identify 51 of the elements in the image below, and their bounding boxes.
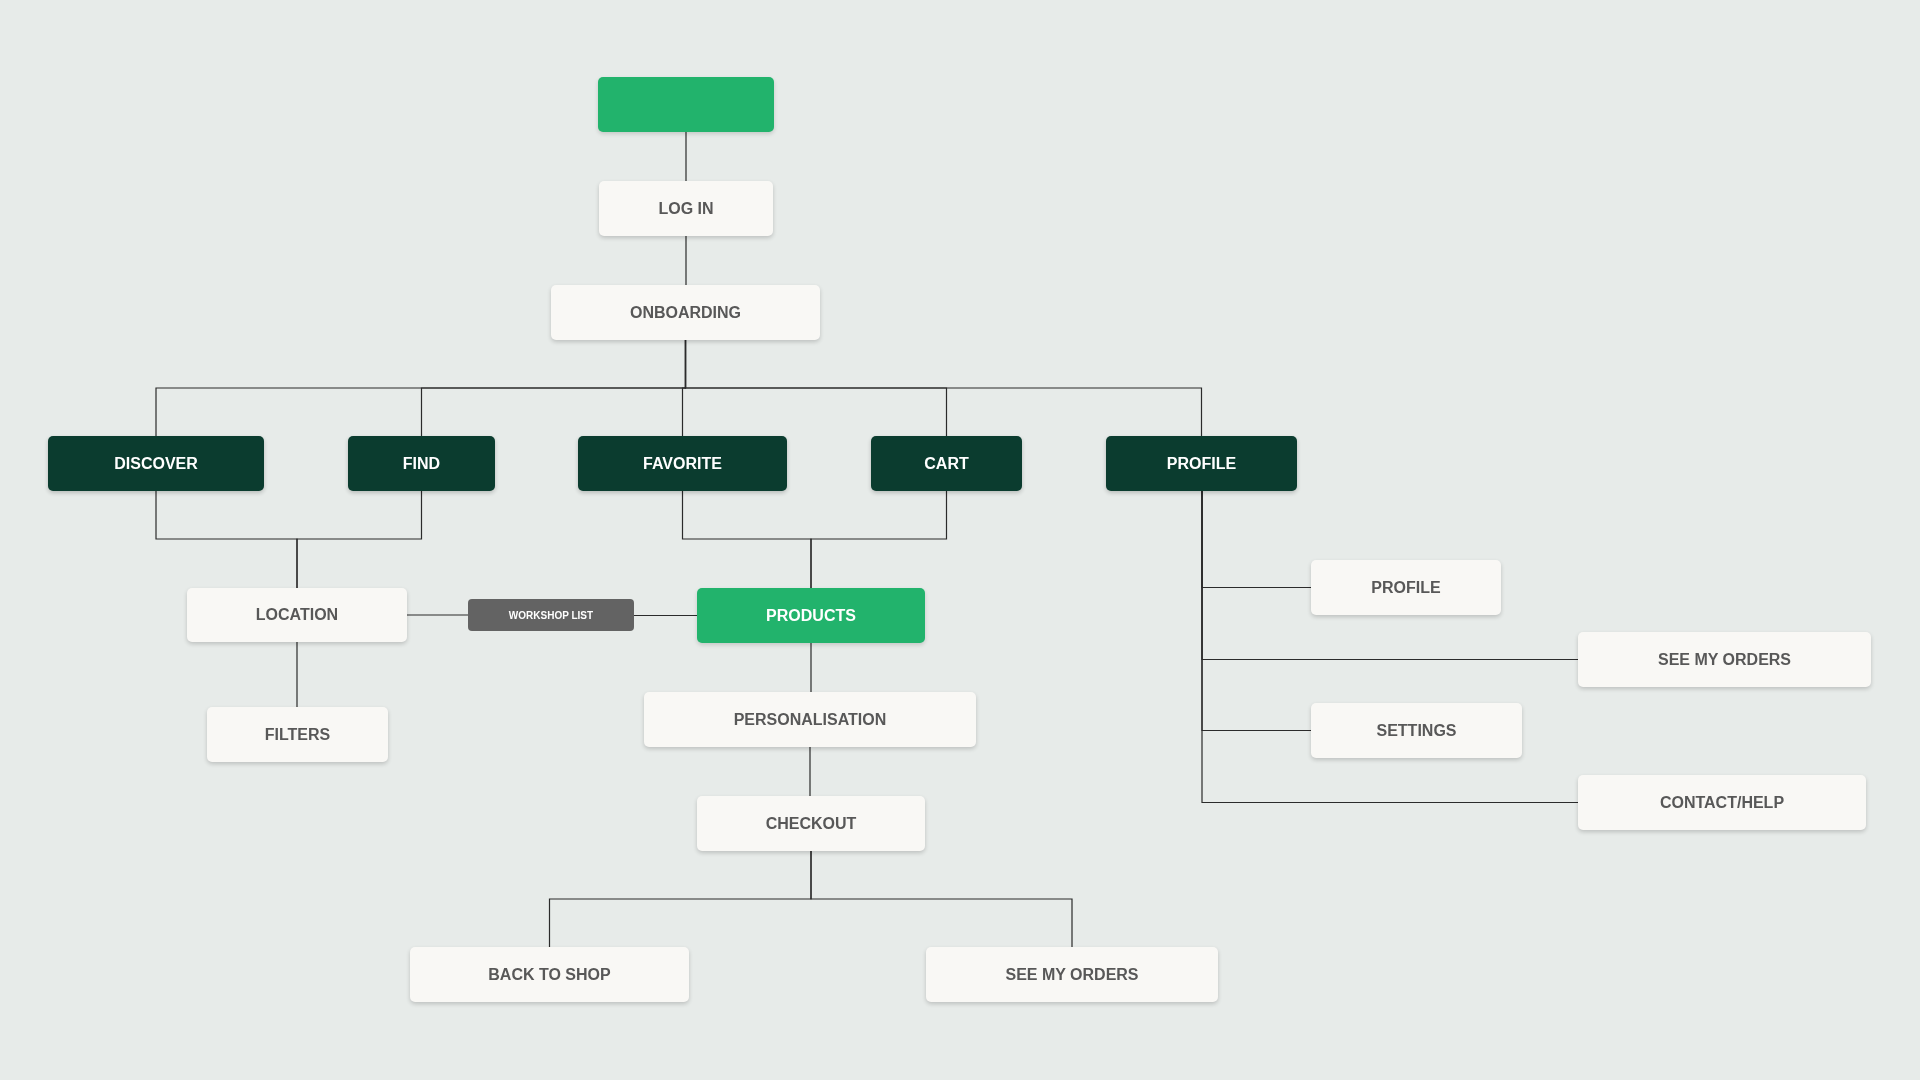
node-label: DISCOVER [114, 454, 198, 473]
node-label: SETTINGS [1376, 721, 1457, 740]
node-label: FIND [402, 454, 441, 473]
connector-line [684, 339, 1203, 437]
box-shape [598, 77, 774, 132]
node-label: LOCATION [255, 606, 339, 624]
node-label: CHECKOUT [765, 814, 857, 833]
connector-line [296, 641, 298, 708]
connector-line [406, 614, 469, 616]
node-label: CONTACT/HELP [1659, 793, 1785, 812]
page-box [644, 692, 976, 747]
tag-box [468, 599, 634, 631]
connector-line [810, 642, 812, 693]
connector-line [296, 490, 423, 589]
page-box [926, 947, 1218, 1002]
page-box [410, 947, 689, 1002]
connector-line [1201, 490, 1579, 804]
node-label: CART [924, 454, 969, 473]
page-box [1311, 560, 1501, 615]
node-label: LOG IN [658, 199, 714, 218]
node-label: PROFILE [1371, 578, 1441, 597]
page-box [871, 436, 1022, 491]
node-label: SEE MY ORDERS [1657, 650, 1792, 669]
page-box [697, 796, 925, 851]
page-box [207, 707, 388, 762]
page-box [551, 285, 820, 340]
page-box [348, 436, 495, 491]
node-label: FAVORITE [643, 454, 722, 473]
connector-line [809, 746, 811, 797]
page-box [1106, 436, 1297, 491]
page-box [187, 588, 407, 642]
node-label: SEE MY ORDERS [1005, 965, 1139, 984]
page-box [1578, 775, 1866, 830]
page-box [697, 588, 925, 643]
node-label: PERSONALISATION [733, 710, 887, 729]
connector-line [810, 490, 948, 589]
connector-line [685, 131, 687, 182]
page-box [1578, 632, 1871, 687]
connector-line [685, 235, 687, 286]
page-box [48, 436, 264, 491]
connector-line [810, 850, 1073, 948]
node-label: BACK TO SHOP [488, 965, 611, 984]
node-label: PROFILE [1166, 454, 1237, 473]
page-box [578, 436, 787, 491]
node-label: WORKSHOP LIST [508, 609, 594, 621]
node-label: PRODUCTS [766, 606, 856, 625]
page-box [1311, 703, 1522, 758]
node-label: ONBOARDING [629, 303, 742, 322]
node-label: FILTERS [264, 725, 331, 744]
connector-line [633, 614, 698, 617]
page-box [599, 181, 773, 236]
